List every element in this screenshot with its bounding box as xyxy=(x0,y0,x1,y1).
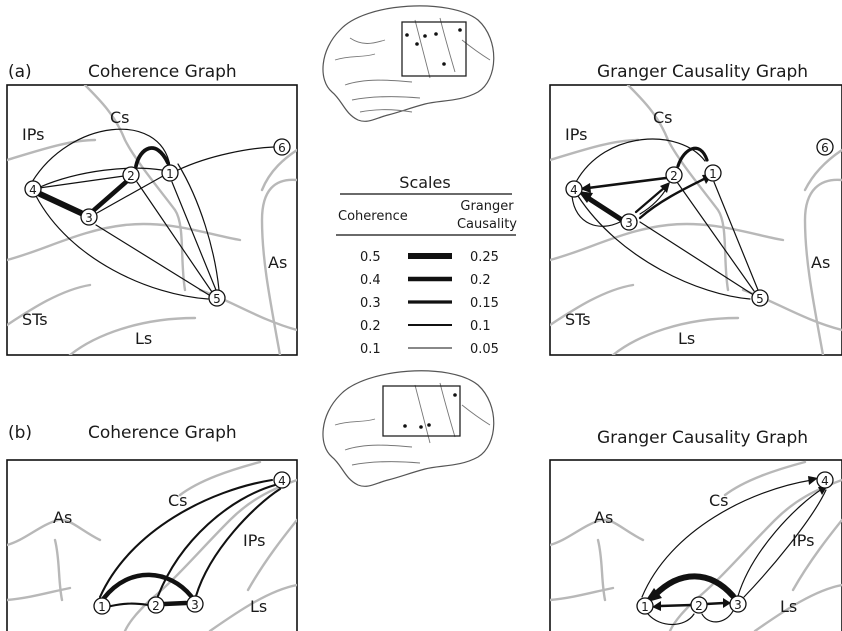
svg-text:4: 4 xyxy=(278,474,286,488)
svg-text:1: 1 xyxy=(166,167,174,181)
brain-illustration-b xyxy=(323,371,494,487)
svg-text:1: 1 xyxy=(709,167,717,181)
region-label-ls-b1: Ls xyxy=(250,597,267,616)
svg-text:3: 3 xyxy=(734,598,742,612)
coh-node-3: 3 xyxy=(81,209,97,225)
scale-coherence-value: 0.3 xyxy=(360,296,381,311)
coh-b-edge-2-3 xyxy=(164,603,186,604)
region-label-ips-a2: IPs xyxy=(565,125,587,144)
granger-graph-a: Cs IPs As STs Ls 1 2 3 4 5 6 xyxy=(550,85,842,355)
gc-b-node-1: 1 xyxy=(637,598,653,614)
scales-granger-header-2: Causality xyxy=(457,217,517,232)
panel-b-coherence-title: Coherence Graph xyxy=(88,423,237,443)
svg-text:3: 3 xyxy=(191,598,199,612)
coherence-graph-b: Cs As IPs Ls 1 2 3 4 xyxy=(7,460,297,631)
coh-node-2: 2 xyxy=(123,167,139,183)
gc-node-3: 3 xyxy=(621,214,637,230)
region-label-cs-b2: Cs xyxy=(709,491,729,510)
coh-b-node-2: 2 xyxy=(148,597,164,613)
granger-graph-b: Cs As IPs Ls 1 2 3 4 xyxy=(550,460,842,631)
gc-b-node-4: 4 xyxy=(817,472,833,488)
scale-coherence-value: 0.5 xyxy=(360,250,381,265)
gc-b-edge-2-1 xyxy=(660,605,692,606)
gc-b-node-2: 2 xyxy=(691,597,707,613)
region-label-cs-b1: Cs xyxy=(168,491,188,510)
scale-row: 0.5 0.25 xyxy=(360,250,499,265)
region-label-as-b1: As xyxy=(53,508,72,527)
scale-row: 0.1 0.05 xyxy=(360,342,499,357)
region-label-ips-b1: IPs xyxy=(243,531,265,550)
gc-node-2: 2 xyxy=(666,167,682,183)
coh-b-node-1: 1 xyxy=(94,598,110,614)
gc-node-4: 4 xyxy=(566,181,582,197)
svg-text:2: 2 xyxy=(670,169,678,183)
brain-illustration-a xyxy=(323,6,494,121)
scales-coherence-header: Coherence xyxy=(338,209,408,224)
svg-text:2: 2 xyxy=(152,599,160,613)
svg-text:4: 4 xyxy=(821,474,829,488)
svg-text:3: 3 xyxy=(85,211,93,225)
coh-node-1: 1 xyxy=(162,165,178,181)
scale-row: 0.4 0.2 xyxy=(360,273,491,288)
svg-text:5: 5 xyxy=(756,292,764,306)
svg-text:4: 4 xyxy=(570,183,578,197)
panel-a-label: (a) xyxy=(8,62,32,82)
svg-text:2: 2 xyxy=(127,169,135,183)
scales-title: Scales xyxy=(399,173,450,192)
region-label-ls: Ls xyxy=(135,329,152,348)
scale-coherence-value: 0.4 xyxy=(360,273,381,288)
coh-node-5: 5 xyxy=(209,290,225,306)
region-label-cs: Cs xyxy=(110,108,130,127)
svg-text:6: 6 xyxy=(821,141,829,155)
svg-text:1: 1 xyxy=(98,600,106,614)
region-label-sts-a2: STs xyxy=(565,310,591,329)
scale-granger-value: 0.15 xyxy=(470,296,499,311)
scale-granger-value: 0.25 xyxy=(470,250,499,265)
scales-granger-header-1: Granger xyxy=(460,199,514,214)
gc-node-6: 6 xyxy=(817,139,833,155)
region-label-ls-a2: Ls xyxy=(678,329,695,348)
svg-text:4: 4 xyxy=(29,183,37,197)
svg-text:5: 5 xyxy=(213,292,221,306)
gc-b-edge-2-3 xyxy=(706,603,724,604)
region-label-ips-b2: IPs xyxy=(792,531,814,550)
scales-legend: Scales Coherence Granger Causality 0.50.… xyxy=(336,173,517,357)
scale-granger-value: 0.05 xyxy=(470,342,499,357)
panel-b-granger-title: Granger Causality Graph xyxy=(597,428,808,448)
coh-node-4: 4 xyxy=(25,181,41,197)
panel-a-granger-title: Granger Causality Graph xyxy=(597,62,808,82)
svg-text:6: 6 xyxy=(278,141,286,155)
region-label-cs-a2: Cs xyxy=(653,108,673,127)
panel-a-coherence-title: Coherence Graph xyxy=(88,62,237,82)
region-label-as: As xyxy=(268,253,287,272)
scale-coherence-value: 0.1 xyxy=(360,342,381,357)
region-label-as-b2: As xyxy=(594,508,613,527)
scale-coherence-value: 0.2 xyxy=(360,319,381,334)
gc-node-5: 5 xyxy=(752,290,768,306)
region-label-ips: IPs xyxy=(22,125,44,144)
gc-node-1: 1 xyxy=(705,165,721,181)
svg-text:2: 2 xyxy=(695,599,703,613)
svg-text:3: 3 xyxy=(625,216,633,230)
region-label-sts: STs xyxy=(22,310,48,329)
coh-b-node-3: 3 xyxy=(187,596,203,612)
scale-granger-value: 0.2 xyxy=(470,273,491,288)
svg-text:1: 1 xyxy=(641,600,649,614)
coherence-graph-a: Cs IPs As STs Ls 1 2 3 4 5 6 xyxy=(7,85,297,355)
panel-b-label: (b) xyxy=(8,423,32,443)
coh-node-6: 6 xyxy=(274,139,290,155)
region-label-ls-b2: Ls xyxy=(780,597,797,616)
gc-b-node-3: 3 xyxy=(730,596,746,612)
region-label-as-a2: As xyxy=(811,253,830,272)
scale-row: 0.3 0.15 xyxy=(360,296,499,311)
scale-row: 0.2 0.1 xyxy=(360,319,491,334)
scale-granger-value: 0.1 xyxy=(470,319,491,334)
coh-b-node-4: 4 xyxy=(274,472,290,488)
